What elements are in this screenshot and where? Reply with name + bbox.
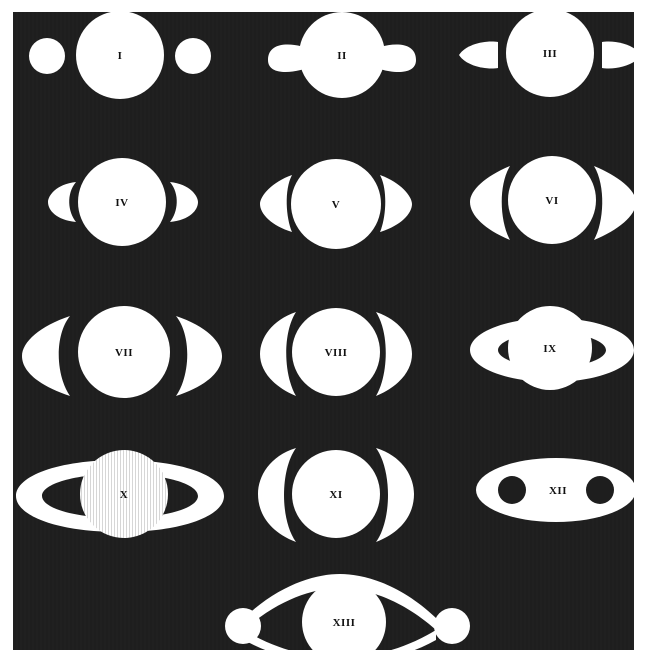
figure-label: VII — [115, 347, 133, 359]
side-blob-right — [175, 38, 211, 74]
figure-viii: VIII — [260, 308, 412, 396]
figure-xii: XII — [476, 458, 636, 522]
side-globe-left — [225, 608, 261, 644]
figure-label: III — [543, 48, 557, 60]
dark-hole-right — [586, 476, 614, 504]
side-blob-left — [29, 38, 65, 74]
figure-label: II — [337, 50, 347, 62]
figure-label: XIII — [333, 617, 356, 629]
figure-label: V — [332, 199, 340, 211]
figure-label: XII — [549, 485, 567, 497]
figure-xi: XI — [258, 448, 414, 542]
dark-hole-left — [498, 476, 526, 504]
figure-label: XI — [329, 489, 342, 501]
figure-label: X — [120, 489, 128, 501]
figure-label: I — [118, 50, 123, 62]
side-globe-right — [434, 608, 470, 644]
figure-label: IV — [115, 197, 128, 209]
figure-label: IX — [543, 343, 556, 355]
figure-label: VI — [545, 195, 558, 207]
figure-label: VIII — [325, 347, 348, 359]
ansa-right — [602, 42, 641, 69]
